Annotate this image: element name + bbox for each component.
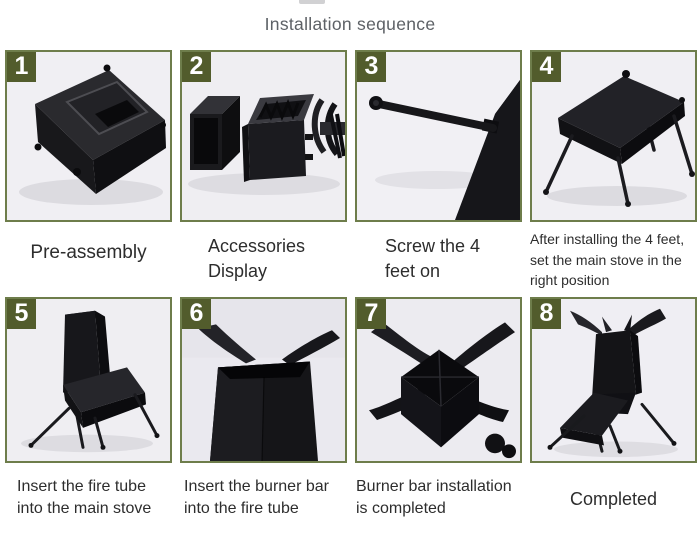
step-7-number-badge: 7	[357, 299, 386, 329]
step-number: 8	[539, 298, 554, 327]
step-5-number-badge: 5	[7, 299, 36, 329]
step-8-caption: Completed	[569, 489, 658, 509]
step-3-number-badge: 3	[357, 52, 386, 82]
stove-on-feet-photo	[532, 52, 695, 220]
burner-bar-insert-photo	[182, 299, 345, 461]
step-1-number-badge: 1	[7, 52, 36, 82]
step-7-caption: Burner bar installation is completed	[356, 478, 512, 518]
step-2-photo: 2	[180, 50, 347, 222]
step-1-caption: Pre-assembly	[30, 242, 147, 263]
fire-tube-inserted-photo	[7, 299, 170, 461]
stove-accessories-photo	[182, 52, 345, 220]
step-5: 5 Insert the fire tube into the main sto…	[5, 297, 172, 521]
step-number: 4	[539, 51, 554, 80]
step-number: 3	[364, 51, 379, 80]
step-3: 3 Screw the 4 feet on	[355, 50, 522, 297]
step-number: 7	[364, 298, 379, 327]
step-8-number-badge: 8	[532, 299, 561, 329]
step-7: 7 Burner bar installation is completed	[355, 297, 522, 521]
step-4-caption: After installing the 4 feet, set the mai…	[530, 231, 685, 289]
step-1-photo: 1	[5, 50, 172, 222]
step-number: 6	[189, 298, 204, 327]
step-5-photo: 5	[5, 297, 172, 463]
step-6-caption: Insert the burner bar into the fire tube	[184, 478, 329, 518]
cropped-text-artifact	[299, 0, 325, 4]
step-4-photo: 4	[530, 50, 697, 222]
step-3-caption: Screw the 4 feet on	[385, 236, 481, 282]
step-6-photo: 6	[180, 297, 347, 463]
step-4-number-badge: 4	[532, 52, 561, 82]
step-2: 2 Accessories Display	[180, 50, 347, 297]
step-4: 4 After installing the 4 feet, set the m…	[530, 50, 697, 297]
step-8: 8 Completed	[530, 297, 697, 521]
page-title: Installation sequence	[264, 14, 436, 34]
step-3-photo: 3	[355, 50, 522, 222]
steps-row-1: 1 Pre-assembly	[5, 50, 700, 297]
step-number: 5	[14, 298, 29, 327]
step-2-number-badge: 2	[182, 52, 211, 82]
step-8-photo: 8	[530, 297, 697, 463]
step-5-caption: Insert the fire tube into the main stove	[17, 478, 152, 518]
step-7-photo: 7	[355, 297, 522, 463]
step-number: 1	[14, 51, 29, 80]
completed-stove-photo	[532, 299, 695, 461]
burner-bar-top-view-photo	[357, 299, 520, 461]
step-6-number-badge: 6	[182, 299, 211, 329]
steps-row-2: 5 Insert the fire tube into the main sto…	[5, 297, 700, 521]
step-2-caption: Accessories Display	[208, 236, 306, 282]
step-1: 1 Pre-assembly	[5, 50, 172, 297]
pre-assembled-stove-box-photo	[7, 52, 170, 220]
step-6: 6 Insert the burner bar into the fire tu…	[180, 297, 347, 521]
step-number: 2	[189, 51, 204, 80]
